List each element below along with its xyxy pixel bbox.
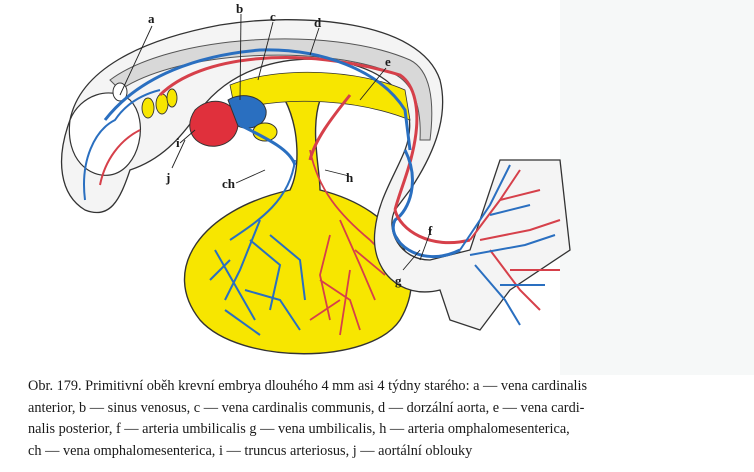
figure-caption: Obr. 179. Primitivní oběh krevní embrya … [28,376,748,462]
label-b: b [236,1,243,16]
yolk-sac [183,99,413,355]
background-texture [560,0,754,375]
embryo-circulation-diagram: a b c d e f g h i j ch [60,0,754,375]
label-e: e [385,54,391,69]
caption-line-4: ch — vena omphalomesenterica, i — truncu… [28,442,473,459]
labels: a b c d e f g h i j ch [148,1,433,288]
label-i: i [176,135,180,150]
label-g: g [395,273,402,288]
caption-line-3: nalis posterior, f — arteria umbilicalis… [28,421,570,437]
embryo-body [60,19,571,331]
label-ch: ch [222,176,236,191]
leader-lines [119,13,432,271]
label-j: j [165,170,170,185]
caption-line-1: Obr. 179. Primitivní oběh krevní embrya … [28,378,588,394]
label-a: a [148,11,155,26]
label-h: h [346,170,354,185]
label-f: f [428,223,433,238]
caption-line-2: anterior, b — sinus venosus, c — vena ca… [28,399,585,416]
label-d: d [314,15,322,30]
vessels [83,48,561,326]
label-c: c [270,9,276,24]
